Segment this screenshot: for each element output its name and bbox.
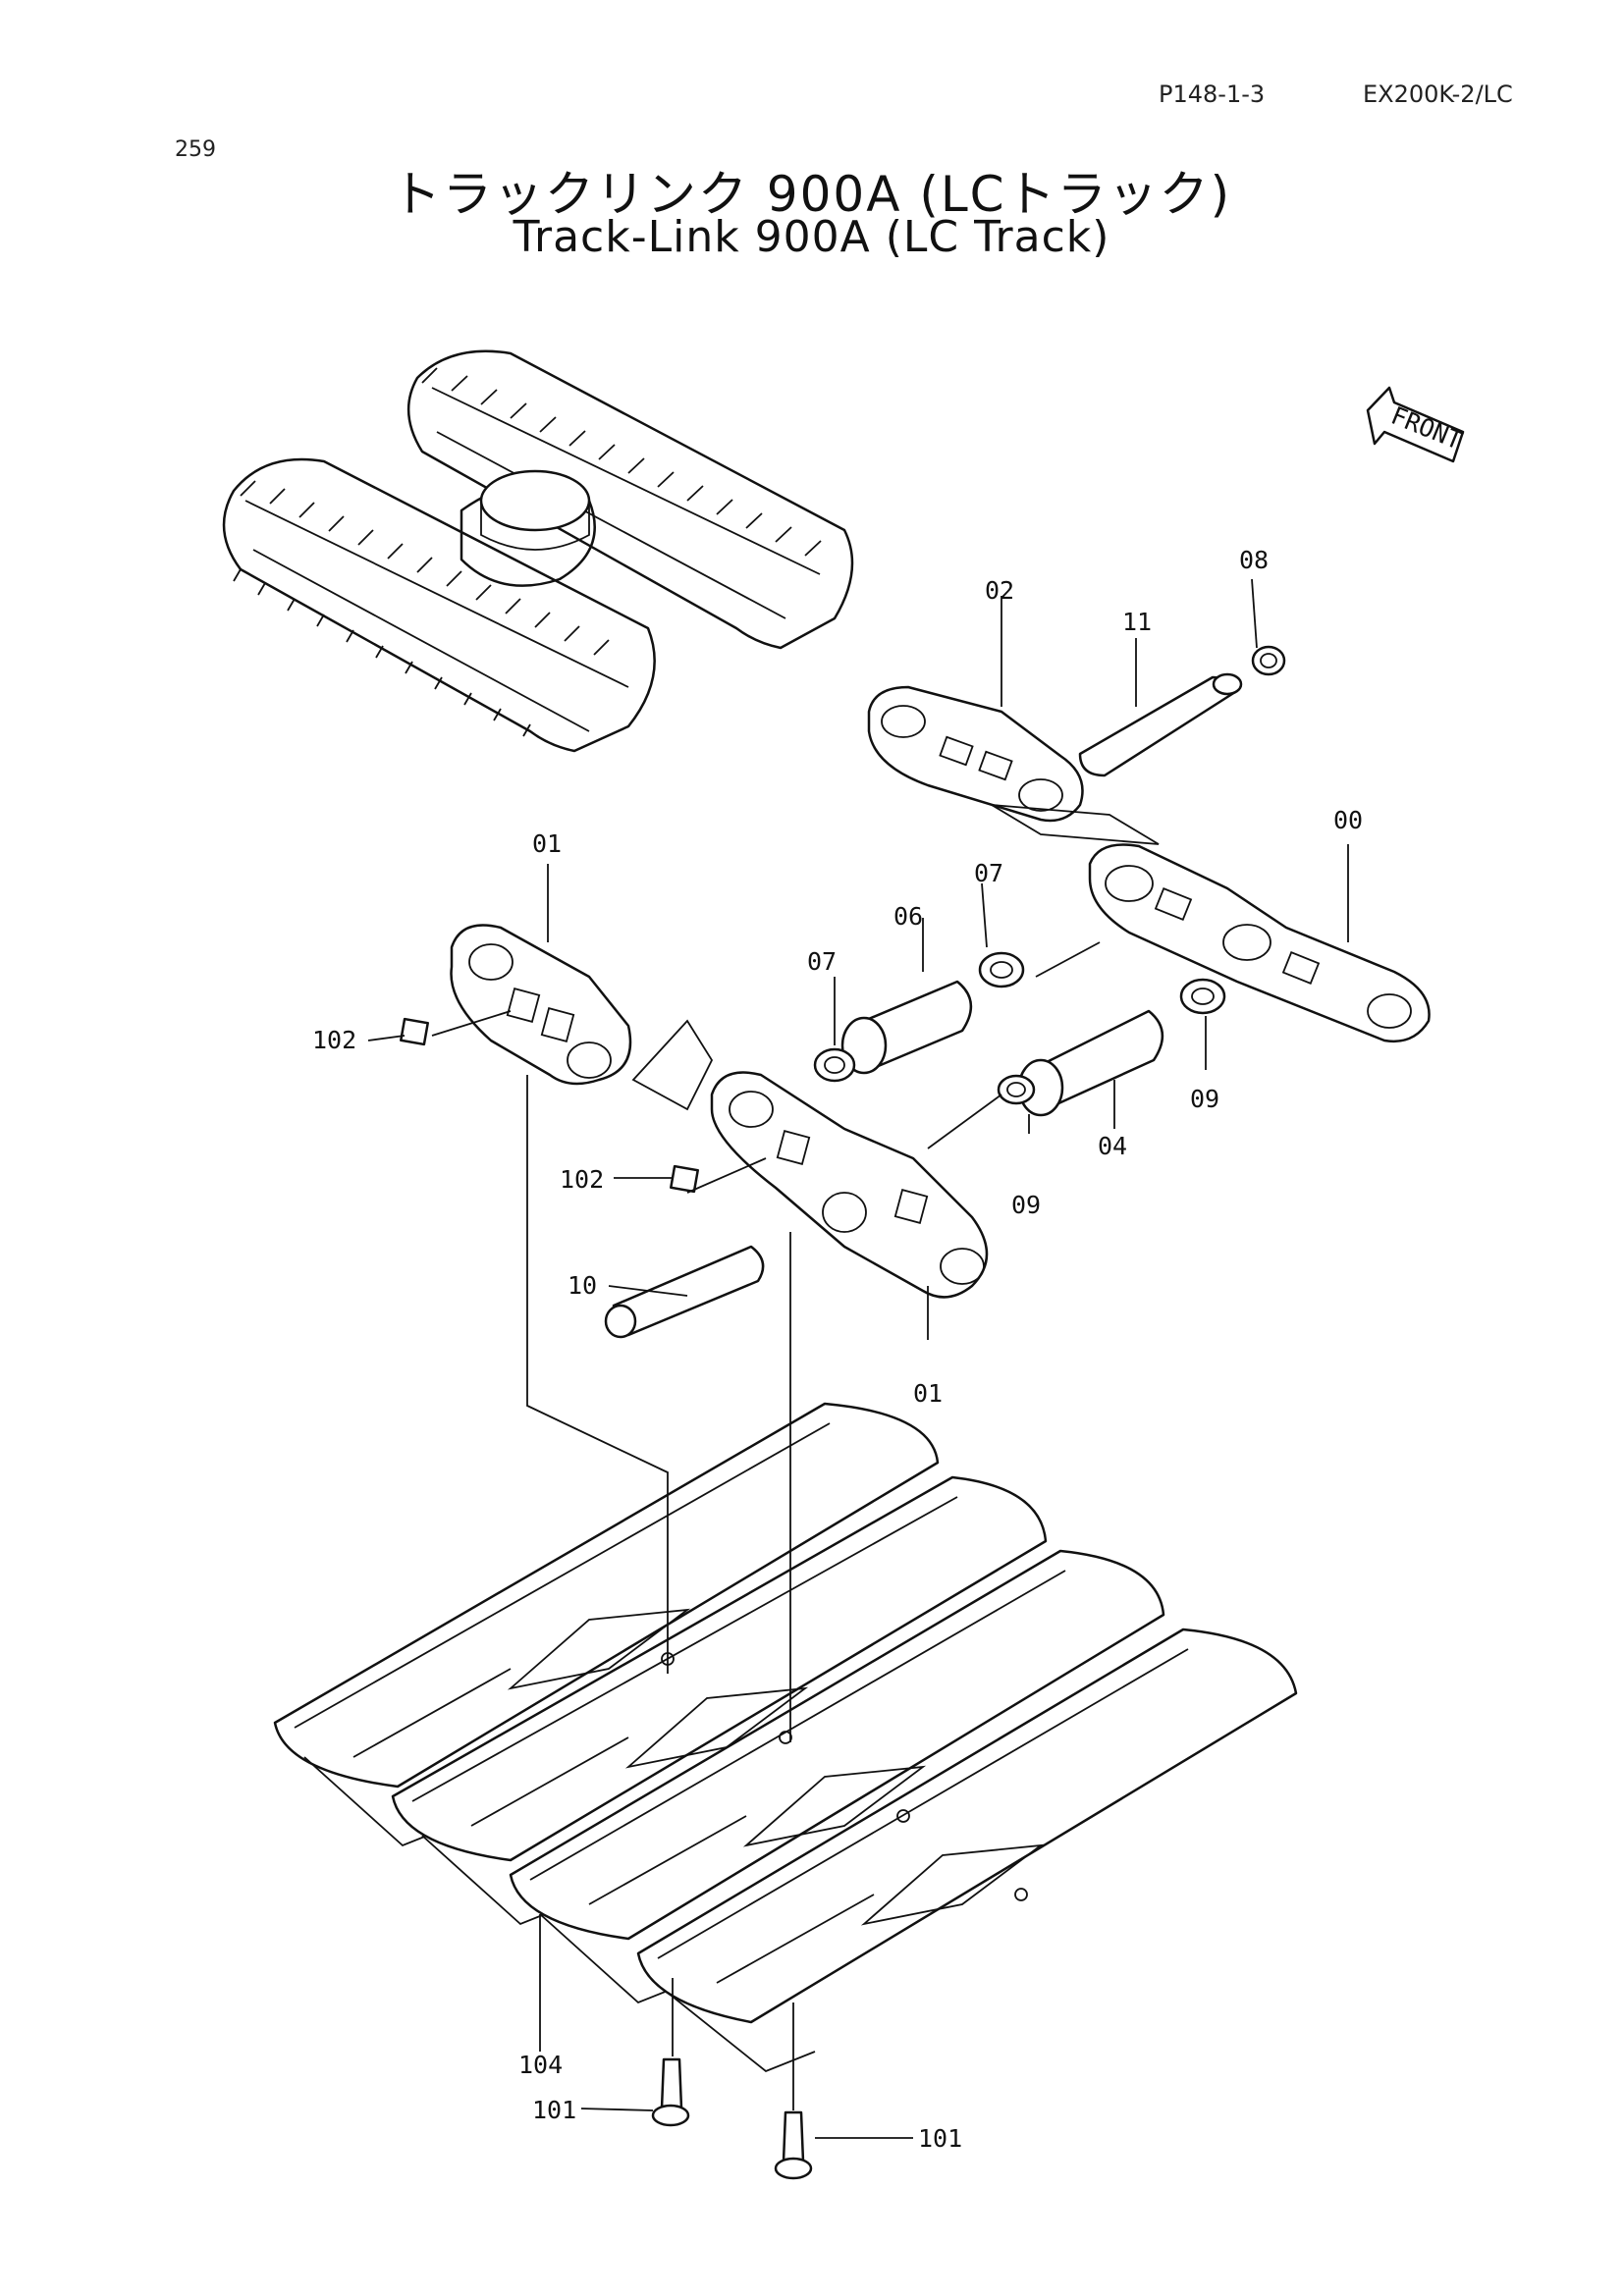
callout-104: 104	[518, 2051, 563, 2079]
title-japanese: トラックリンク 900A (LCトラック)	[391, 166, 1232, 223]
title-english: Track-Link 900A (LC Track)	[513, 212, 1110, 262]
track-link-01-upper	[450, 864, 714, 1111]
callout-06: 06	[893, 902, 923, 931]
callout-09-right: 09	[1190, 1085, 1219, 1113]
callout-101-right: 101	[918, 2124, 962, 2153]
bolt-101-left	[580, 1978, 690, 2127]
track-link-01-lower	[710, 1071, 989, 1340]
callout-09-left: 09	[1011, 1191, 1041, 1219]
nut-102	[367, 1010, 767, 1194]
page-number: 259	[175, 137, 216, 162]
callout-102-lower: 102	[560, 1165, 604, 1194]
callout-00: 00	[1333, 806, 1363, 834]
callout-07-right: 07	[974, 859, 1003, 887]
master-link-assembly	[867, 578, 1286, 845]
model-number: EX200K-2/LC	[1363, 80, 1513, 108]
pin-10	[604, 1245, 765, 1339]
leader-lines	[526, 1075, 791, 1742]
callout-08: 08	[1239, 546, 1269, 574]
callout-02: 02	[985, 576, 1014, 605]
track-shoes-104	[273, 1402, 1298, 2073]
callout-04: 04	[1098, 1132, 1127, 1160]
callout-07-left: 07	[807, 947, 837, 976]
front-label: FRONT	[1387, 401, 1467, 455]
bolt-101-right	[774, 2002, 913, 2180]
master-link-00	[1088, 843, 1431, 1043]
callout-11: 11	[1122, 608, 1152, 636]
callout-10: 10	[568, 1271, 597, 1300]
page-ref: P148-1-3	[1159, 80, 1266, 108]
callout-101-left: 101	[532, 2096, 576, 2124]
callout-01-upper: 01	[532, 829, 562, 858]
bushing-seals	[813, 882, 1226, 1149]
front-arrow-icon: FRONT	[1366, 386, 1467, 463]
callout-01-lower: 01	[913, 1379, 943, 1408]
callout-102-upper: 102	[312, 1026, 356, 1054]
undercarriage-overview	[222, 349, 854, 753]
